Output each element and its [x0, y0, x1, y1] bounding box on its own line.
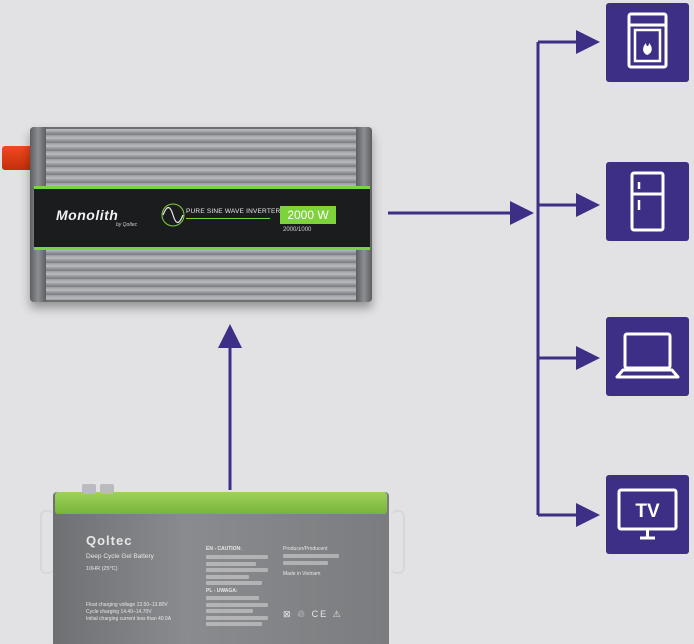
battery-spec-line: Cycle charging 14.40–14.70V — [86, 609, 152, 615]
device-tile-tv: TV — [606, 475, 689, 554]
inverter-sub-brand: by Qoltec — [116, 222, 138, 228]
inverter-model: PURE SINE WAVE INVERTER — [186, 208, 281, 215]
tv-icon: TV — [617, 488, 678, 540]
battery-caution-en-text — [206, 555, 268, 588]
battery-lid — [55, 492, 387, 514]
battery-caution-pl-text — [206, 596, 268, 629]
battery-body — [53, 492, 389, 644]
inverter-brand: Monolith — [56, 207, 119, 223]
battery-producer-address — [283, 554, 339, 567]
battery-spec-line: Initial charging current less than 40.0A — [86, 616, 172, 622]
battery-certification-icons: ⊠ ♲ CE ⚠ — [283, 609, 343, 619]
battery-handle-right — [391, 510, 405, 574]
battery-made-in: Made in Vietnam — [283, 571, 321, 577]
device-tile-stove — [606, 3, 689, 82]
battery-caution-en: EN - CAUTION: — [206, 546, 242, 552]
tv-label: TV — [635, 501, 660, 522]
battery-brand: Qoltec — [86, 533, 133, 548]
battery-terminal-negative — [82, 484, 96, 494]
battery-type: Deep Cycle Gel Battery — [86, 553, 154, 560]
battery-handle-left — [40, 510, 54, 574]
inverter-rating: 2000/1000 — [283, 227, 312, 233]
battery-spec: 10HR (25°C) — [86, 566, 118, 572]
inverter-terminal-clip — [2, 146, 32, 170]
battery-spec-line: Float charging voltage 13.50–13.80V — [86, 602, 168, 608]
inverter-power-badge: 2000 W — [280, 206, 336, 224]
device-tile-laptop — [606, 317, 689, 396]
stove-icon — [627, 12, 668, 69]
battery-producer: Producer/Producent — [283, 546, 328, 552]
battery-terminal-positive — [100, 484, 114, 494]
sine-wave-icon — [161, 203, 185, 227]
laptop-icon — [615, 332, 680, 379]
inverter-divider — [186, 218, 270, 219]
battery-caution-pl: PL - UWAGA: — [206, 588, 238, 594]
device-tile-refrigerator — [606, 162, 689, 241]
refrigerator-icon — [630, 171, 665, 232]
